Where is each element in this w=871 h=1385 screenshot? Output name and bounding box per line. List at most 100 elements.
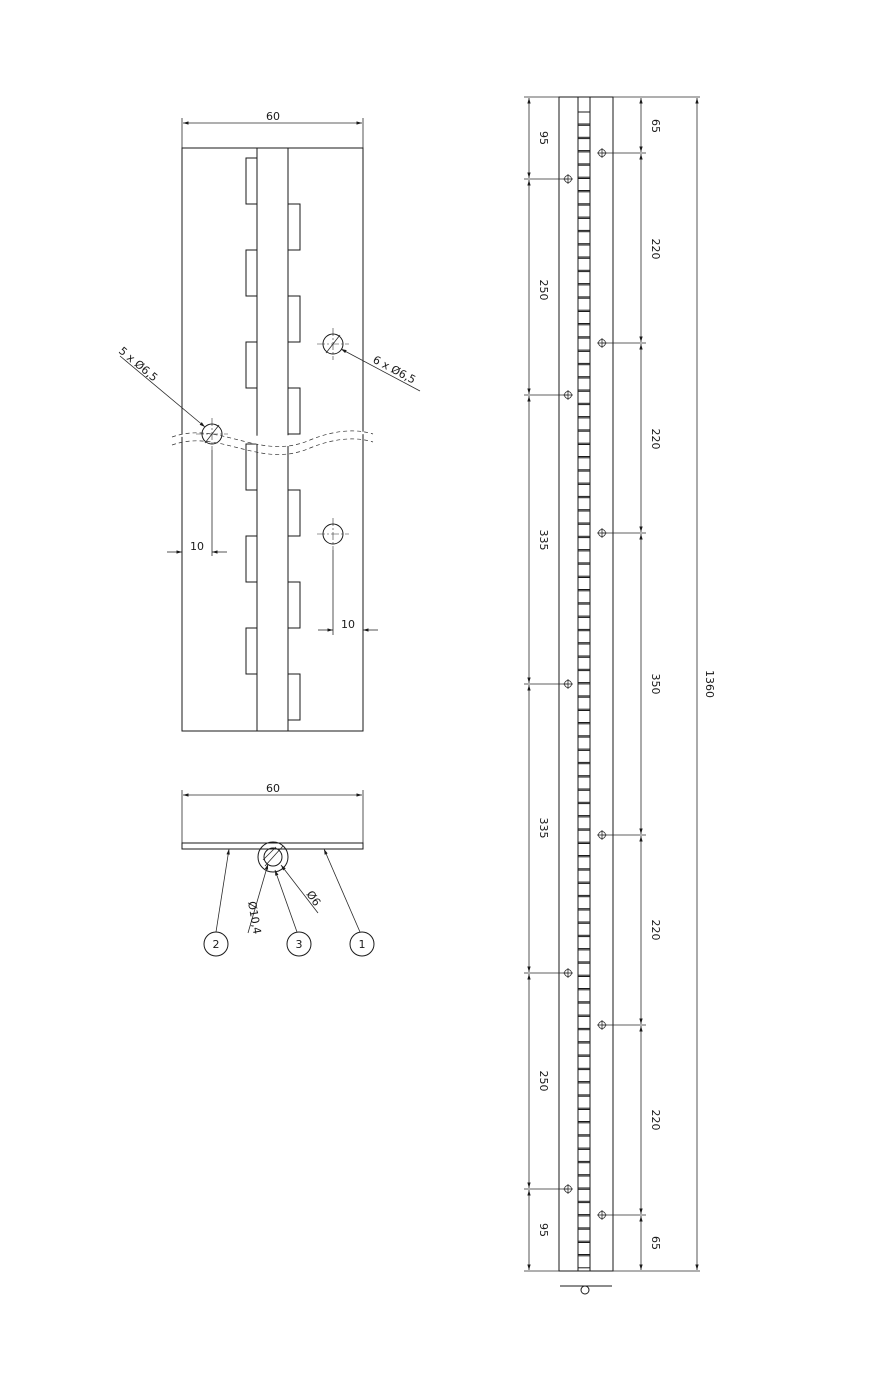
balloon-1-label: 1 bbox=[359, 938, 366, 951]
side-knuckle bbox=[577, 297, 591, 311]
pin-diameter-label: Ø6 bbox=[304, 888, 324, 908]
side-knuckle bbox=[577, 164, 591, 178]
side-knuckle bbox=[577, 976, 591, 989]
right-dim-65-top: 65 bbox=[649, 119, 662, 133]
side-knuckle bbox=[577, 816, 591, 830]
side-hole-left bbox=[563, 1184, 573, 1194]
side-hole-right bbox=[597, 528, 607, 538]
side-knuckle bbox=[577, 803, 591, 817]
side-knuckle bbox=[577, 1109, 591, 1122]
side-knuckle bbox=[577, 324, 591, 338]
overall-length-dim: 1360 bbox=[703, 670, 716, 698]
section-plate bbox=[181, 842, 364, 850]
side-knuckle bbox=[577, 763, 591, 777]
side-knuckle bbox=[577, 364, 591, 378]
side-knuckle bbox=[577, 1255, 591, 1269]
side-knuckle bbox=[577, 1242, 591, 1255]
right-dim-220-2: 220 bbox=[649, 429, 662, 450]
side-knuckle bbox=[577, 444, 591, 457]
side-knuckle bbox=[577, 856, 591, 870]
hole-right-upper bbox=[317, 328, 349, 360]
side-knuckle bbox=[577, 670, 591, 684]
hole-right-lower bbox=[317, 518, 349, 550]
side-knuckle bbox=[577, 284, 591, 298]
right-dim-220-4: 220 bbox=[649, 1110, 662, 1131]
knuckle-pin bbox=[263, 847, 283, 867]
side-knuckle bbox=[577, 882, 591, 896]
side-knuckle bbox=[577, 909, 591, 923]
side-hole-left bbox=[563, 968, 573, 978]
side-knuckle bbox=[577, 271, 591, 285]
side-knuckle bbox=[577, 1069, 591, 1083]
side-knuckle bbox=[577, 1029, 591, 1043]
side-knuckle bbox=[577, 896, 591, 910]
side-knuckle bbox=[577, 1228, 591, 1242]
left-dim-95-bottom: 95 bbox=[537, 1223, 550, 1237]
side-knuckle bbox=[577, 111, 591, 125]
hinge-plate-outline bbox=[181, 147, 364, 732]
side-knuckle bbox=[577, 311, 591, 324]
side-knuckle bbox=[577, 723, 591, 737]
side-knuckle bbox=[577, 590, 591, 604]
side-knuckle bbox=[577, 1188, 591, 1202]
side-hole-left bbox=[563, 679, 573, 689]
side-knuckle bbox=[577, 470, 591, 484]
side-knuckle bbox=[577, 776, 591, 790]
side-knuckle bbox=[577, 616, 591, 630]
side-knuckle bbox=[577, 1002, 591, 1016]
side-knuckle bbox=[577, 922, 591, 936]
end-view-symbol bbox=[560, 1285, 612, 1295]
side-hole-right bbox=[597, 830, 607, 840]
side-knuckle bbox=[577, 217, 591, 231]
side-knuckle bbox=[577, 138, 591, 152]
side-knuckle bbox=[577, 1015, 591, 1029]
side-knuckle bbox=[577, 936, 591, 950]
side-knuckle bbox=[577, 1135, 591, 1149]
hole-callout-left: 5 x Ø6,5 bbox=[116, 344, 160, 384]
side-knuckle bbox=[577, 843, 591, 856]
side-hole-right bbox=[597, 1210, 607, 1220]
side-knuckle bbox=[577, 630, 591, 644]
side-knuckle bbox=[577, 1055, 591, 1069]
left-dim-335-bottom: 335 bbox=[537, 818, 550, 839]
side-knuckle bbox=[577, 1095, 591, 1109]
left-dim-335-top: 335 bbox=[537, 530, 550, 551]
side-knuckle bbox=[577, 430, 591, 444]
side-knuckle bbox=[577, 1175, 591, 1189]
side-knuckle bbox=[577, 736, 591, 750]
side-knuckle bbox=[577, 989, 591, 1003]
side-knuckle bbox=[577, 603, 591, 617]
knuckle-outer bbox=[257, 841, 289, 873]
side-knuckles bbox=[577, 111, 591, 1269]
section-width-dim: 60 bbox=[266, 782, 280, 795]
side-knuckle bbox=[577, 191, 591, 205]
right-dim-350: 350 bbox=[649, 674, 662, 695]
side-knuckle bbox=[577, 1162, 591, 1176]
top-view: 60 bbox=[116, 110, 421, 732]
right-dim-220-1: 220 bbox=[649, 239, 662, 260]
side-knuckle bbox=[577, 550, 591, 564]
left-dim-250-bottom: 250 bbox=[537, 1071, 550, 1092]
side-knuckle bbox=[577, 1042, 591, 1056]
side-knuckle bbox=[577, 789, 591, 803]
side-knuckle bbox=[577, 563, 591, 577]
side-knuckle bbox=[577, 1215, 591, 1229]
side-knuckle bbox=[577, 962, 591, 976]
side-hole-right bbox=[597, 338, 607, 348]
side-knuckle bbox=[577, 537, 591, 551]
side-knuckle bbox=[577, 204, 591, 218]
side-hole-left bbox=[563, 390, 573, 400]
section-view: 60 Ø10,4 Ø6 2 3 1 bbox=[181, 782, 375, 957]
side-knuckle bbox=[577, 337, 591, 351]
left-dim-250-top: 250 bbox=[537, 280, 550, 301]
right-dim-65-bottom: 65 bbox=[649, 1236, 662, 1250]
side-knuckle bbox=[577, 523, 591, 537]
right-dim-220-3: 220 bbox=[649, 920, 662, 941]
break-line bbox=[172, 430, 373, 447]
balloon-1 bbox=[349, 931, 375, 957]
side-knuckle bbox=[577, 1082, 591, 1096]
side-knuckle bbox=[577, 749, 591, 763]
side-knuckle bbox=[577, 350, 591, 364]
side-hole-right bbox=[597, 148, 607, 158]
